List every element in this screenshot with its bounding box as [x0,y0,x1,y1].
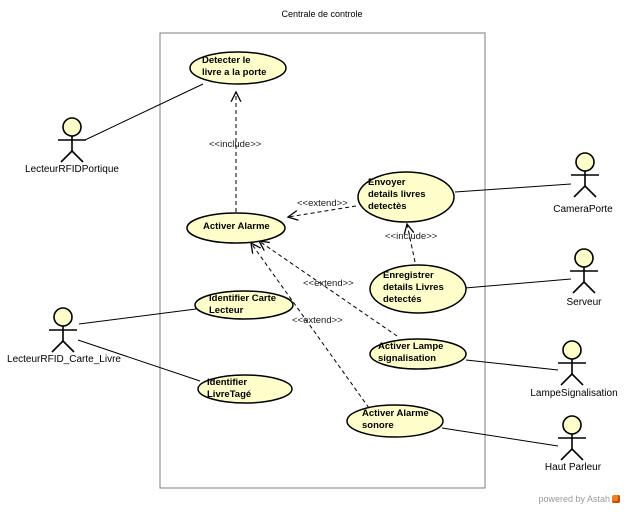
assoc-enregistrer-serveur [464,278,572,289]
dependency-arrows [230,90,416,409]
usecase-enregistrer-details[interactable] [369,264,467,314]
usecase-activer-lampe[interactable] [369,338,467,370]
usecase-label-detecter: Detecter le livre a la porte [202,55,267,78]
usecase-label-envoyer: Envoyer details livres detectès [368,177,426,212]
usecase-detecter-livre-porte[interactable] [189,51,287,85]
assoc-sonore-hautparleur [441,427,559,447]
actor-figure-haut-parleur[interactable] [558,415,586,461]
usecase-activer-alarme[interactable] [186,212,286,244]
stereotype-extend-sonore-alarme: <<extend>> [292,315,343,326]
assoc-lampe-lampesignalisation [465,359,559,371]
actor-label-lecteurrfidportique: LecteurRFIDPortique [25,164,119,175]
association-lines [77,83,572,447]
extend-arrow-envoyer-alarme [286,205,357,221]
usecase-label-activer-alarme: Activer Alarme [203,221,270,232]
actor-label-haut-parleur: Haut Parleur [544,462,602,473]
usecase-envoyer-details[interactable] [357,171,455,223]
powered-by-text: powered by Astah [538,494,610,504]
usecase-label-identifier-carte: Identifier Carte Lecteur [209,293,277,316]
actor-figure-cameraporte[interactable] [571,152,599,198]
powered-by-footer: powered by Astah [538,494,620,504]
usecase-label-identifier-livre: Identifier LivreTagé [207,377,252,400]
stereotype-include-alarme-detecter: <<include>> [209,139,262,150]
usecase-identifier-livretage[interactable] [197,374,293,404]
actor-label-cameraporte: CameraPorte [553,204,613,215]
assoc-envoyer-cameraporte [454,183,572,193]
usecase-activer-alarme-sonore[interactable] [346,404,444,438]
actor-figure-lecteurrfidportique[interactable] [58,117,86,163]
assoc-lecteurcarte-identifierlivre [77,339,201,382]
stereotype-extend-lampe-alarme: <<extend>> [303,278,354,289]
usecase-ellipses [186,51,467,438]
diagram-title: Centrale de controle [281,9,363,19]
stereotype-include-enregistrer-envoyer: <<include>> [385,231,438,242]
actor-label-lecteurrfid-carte-livre: LecteurRFID_Carte_Livre [7,354,121,365]
actor-label-lampesignalisation: LampeSignalisation [530,388,618,399]
stereotype-extend-envoyer-alarme: <<extend>> [297,198,348,209]
actor-figure-lampesignalisation[interactable] [558,340,586,386]
actor-label-serveur: Serveur [566,297,602,308]
actor-figures [49,117,599,461]
actor-figure-serveur[interactable] [570,248,598,294]
astah-logo-icon [612,495,620,503]
assoc-lecteurportique-detecter [84,83,204,141]
assoc-lecteurcarte-identifiercarte [78,308,197,325]
usecase-label-enregistrer: Enregistrer details Livres detectés [383,270,444,305]
actor-figure-lecteurrfid-carte-livre[interactable] [49,307,77,353]
usecase-label-activer-lampe: Activer Lampe signalisation [378,341,444,364]
usecase-label-alarme-sonore: Activer Alarme sonore [362,408,429,431]
extend-arrow-sonore-alarme [250,241,370,409]
usecase-identifier-carte[interactable] [194,290,294,320]
